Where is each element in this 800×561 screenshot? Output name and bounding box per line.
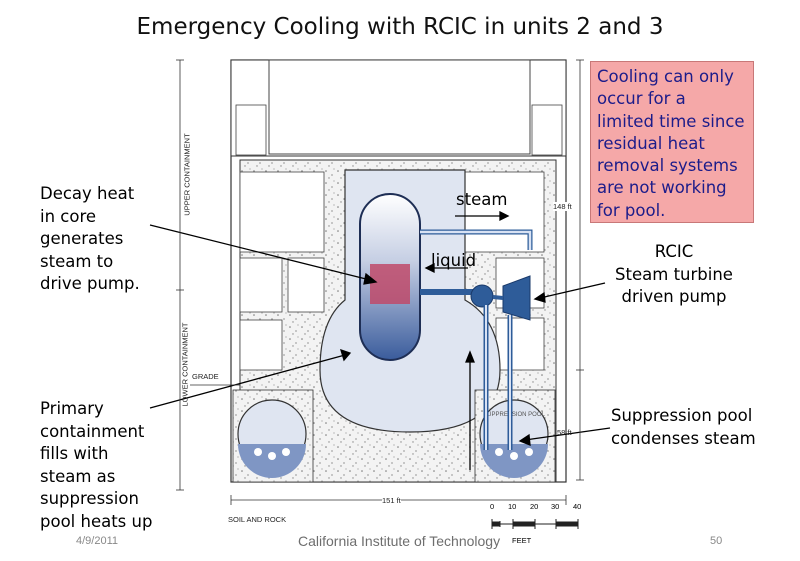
suppression-pointer <box>524 427 611 441</box>
rcic-pointer <box>539 282 606 299</box>
scale-tick: 30 <box>551 502 560 511</box>
rcic-label: RCIC Steam turbine driven pump <box>615 242 733 306</box>
top-room <box>268 59 531 155</box>
scale-tick: 20 <box>530 502 539 511</box>
primary-pointer <box>149 354 346 409</box>
footer-date: 4/9/2011 <box>76 535 119 547</box>
room-1 <box>239 257 283 313</box>
dim-58-label: 58 ft <box>557 428 572 437</box>
scale-tick: 10 <box>508 502 517 511</box>
suppression-pool-text: SUPPRESSION POOL <box>483 412 545 418</box>
scale-tick: 40 <box>573 502 582 511</box>
dim-148-label: 148 ft <box>553 202 572 211</box>
slide-title: Emergency Cooling with RCIC in units 2 a… <box>136 14 664 40</box>
dim-151-label: 151 ft <box>382 496 401 505</box>
upper-room-left <box>235 104 267 156</box>
grade-label: GRADE <box>192 372 219 381</box>
upper-containment-label: UPPER CONTAINMENT <box>182 133 192 216</box>
footer-page-number: 50 <box>710 535 723 547</box>
liquid-label: liquid <box>431 251 477 270</box>
scale-tick: 0 <box>490 502 495 511</box>
scale-bar <box>491 519 579 529</box>
room-5 <box>495 317 545 371</box>
room-3 <box>239 319 283 371</box>
upper-room-right <box>531 104 563 156</box>
rcic-turbine <box>502 275 531 321</box>
footer-org: California Institute of Technology <box>298 533 501 549</box>
steam-label: steam <box>456 190 508 209</box>
cooling-note-box: Cooling can only occur for a limited tim… <box>590 61 754 223</box>
decay-heat-pointer <box>149 224 371 281</box>
suppression-label: Suppression pool condenses steam <box>611 406 756 448</box>
room-6 <box>239 171 325 253</box>
decay-heat-label: Decay heat in core generates steam to dr… <box>40 184 140 293</box>
suppression-pool-left <box>232 389 314 483</box>
rcic-pump <box>470 284 494 308</box>
primary-containment-label: Primary containment fills with steam as … <box>40 399 153 531</box>
soil-label: SOIL AND ROCK <box>228 515 287 524</box>
scale-unit: FEET <box>512 536 532 545</box>
room-2 <box>287 257 325 313</box>
reactor-core <box>370 264 410 304</box>
lower-containment-label: LOWER CONTAINMENT <box>180 322 190 407</box>
